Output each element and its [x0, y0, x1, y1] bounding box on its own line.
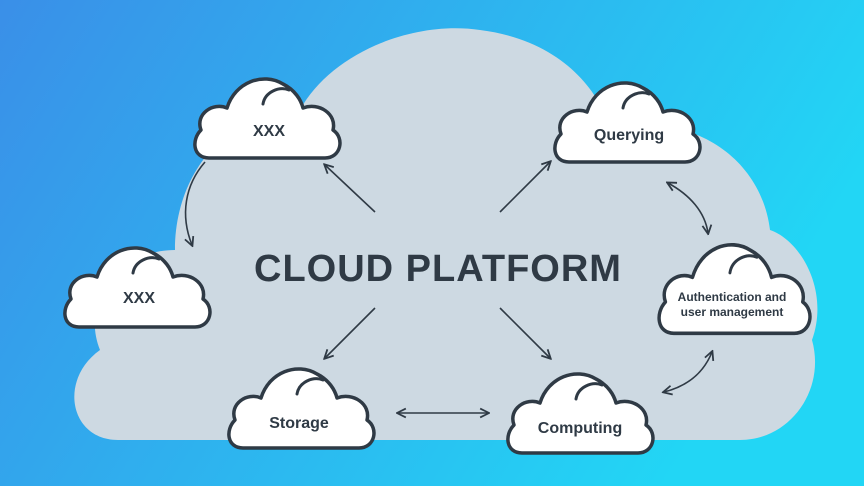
arrow-querying-to-authentication [668, 183, 708, 233]
node-label-storage: Storage [269, 415, 329, 432]
node-label-querying: Querying [594, 127, 664, 144]
node-label-xxx-left: XXX [123, 290, 155, 307]
connector-arrows [186, 162, 712, 413]
node-xxx-top: XXX [193, 77, 342, 160]
node-label-authentication-line2: user management [681, 305, 784, 319]
node-computing: Computing [506, 372, 655, 455]
arrow-authentication-to-computing [664, 352, 712, 392]
arrow-center-to-computing [499, 307, 550, 358]
node-authentication [657, 242, 812, 336]
arrow-center-to-storage [325, 307, 376, 358]
arrow-center-to-xxx-top [325, 165, 376, 213]
diagram-title: CLOUD PLATFORM [254, 248, 622, 290]
node-label-authentication-line1: Authentication and [678, 290, 787, 304]
arrow-center-to-querying [499, 162, 550, 213]
node-label-computing: Computing [538, 420, 622, 437]
node-querying: Querying [553, 81, 702, 164]
node-storage: Storage [227, 367, 376, 450]
arrow-xxx-top-to-xxx-left [186, 161, 206, 245]
node-xxx-left: XXX [63, 246, 212, 329]
node-label-xxx-top: XXX [253, 123, 285, 140]
